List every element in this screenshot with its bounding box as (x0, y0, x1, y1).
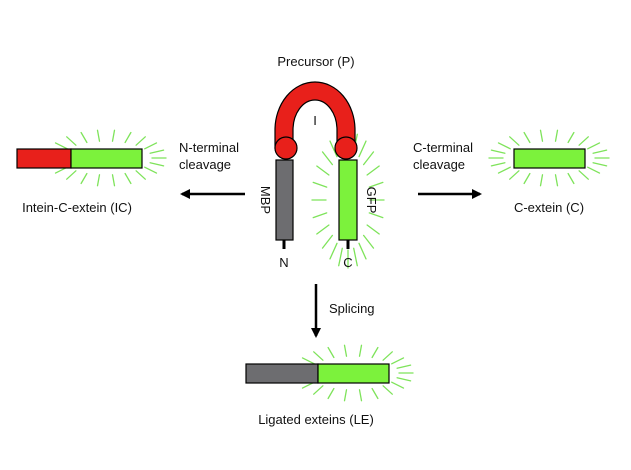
glow-ray (366, 224, 380, 235)
le-mbp-segment (245, 363, 319, 384)
glow-ray (96, 129, 101, 142)
glow-ray (396, 364, 412, 369)
glow-ray (497, 166, 511, 174)
glow-ray (371, 346, 379, 359)
glow-ray (111, 174, 116, 187)
glow-ray (343, 389, 348, 402)
glow-ray (368, 212, 384, 219)
glow-ray (554, 174, 559, 187)
glow-ray (587, 166, 601, 174)
glow-ray (144, 166, 158, 174)
glow-ray (135, 136, 146, 146)
glow-ray (54, 142, 68, 150)
precursor-label: Precursor (P) (277, 54, 354, 69)
glow-ray (567, 172, 575, 185)
glow-ray (124, 172, 132, 185)
glow-ray (391, 381, 405, 389)
glow-ray (391, 357, 405, 365)
glow-ray (312, 212, 328, 219)
glow-ray (343, 344, 348, 357)
intein-right-knob (334, 136, 358, 160)
glow-ray (316, 224, 330, 235)
glow-ray (490, 162, 506, 167)
c-terminus-label: C (343, 255, 352, 270)
mbp-bar (275, 159, 294, 241)
le-label: Ligated exteins (LE) (258, 412, 374, 427)
glow-ray (497, 142, 511, 150)
glow-ray (316, 165, 330, 176)
c-extein-label: C-extein (C) (514, 200, 584, 215)
glow-ray (149, 149, 165, 154)
glow-ray (96, 174, 101, 187)
glow-ray (362, 234, 375, 249)
glow-ray (338, 247, 343, 267)
glow-ray (327, 346, 335, 359)
glow-ray (554, 129, 559, 142)
glow-ray (358, 389, 363, 402)
le-gfp-segment (317, 363, 390, 384)
intein-arch (274, 81, 356, 149)
mbp-label: MBP (258, 186, 273, 214)
glow-ray (321, 234, 334, 249)
glow-ray (539, 174, 544, 187)
glow-ray (327, 387, 335, 400)
glow-ray (124, 131, 132, 144)
ic-c-extein-segment (70, 148, 143, 169)
glow-ray (578, 170, 589, 180)
glow-ray (490, 149, 506, 154)
glow-ray (321, 151, 334, 166)
glow-ray (135, 170, 146, 180)
glow-ray (523, 131, 531, 144)
glow-ray (362, 151, 375, 166)
glow-ray (149, 162, 165, 167)
glow-ray (358, 242, 367, 260)
c-extein-bar (513, 148, 586, 169)
glow-ray (567, 131, 575, 144)
gfp-label: GFP (364, 187, 379, 214)
n-cleavage-label-line1: N-terminal (179, 140, 239, 155)
intein-label: I (313, 113, 317, 128)
ic-intein-segment (16, 148, 72, 169)
glow-ray (80, 131, 88, 144)
glow-ray (368, 181, 384, 188)
glow-ray (144, 142, 158, 150)
glow-ray (539, 129, 544, 142)
glow-ray (312, 181, 328, 188)
glow-ray (382, 351, 393, 361)
glow-ray (358, 344, 363, 357)
glow-ray (592, 162, 608, 167)
glow-ray (313, 385, 324, 395)
glow-ray (578, 136, 589, 146)
glow-ray (313, 351, 324, 361)
glow-ray (382, 385, 393, 395)
glow-ray (301, 357, 315, 365)
glow-ray (329, 242, 338, 260)
n-cleavage-label-line2: cleavage (179, 157, 231, 172)
c-extein-fluorescence-glow (488, 129, 610, 187)
n-terminus-label: N (279, 255, 288, 270)
glow-ray (66, 170, 77, 180)
glow-ray (80, 172, 88, 185)
glow-ray (509, 136, 520, 146)
gfp-bar (338, 159, 358, 241)
glow-ray (358, 140, 367, 158)
splicing-label: Splicing (329, 301, 375, 316)
glow-ray (509, 170, 520, 180)
glow-ray (523, 172, 531, 185)
glow-ray (371, 387, 379, 400)
ic-label: Intein-C-extein (IC) (22, 200, 132, 215)
intein-left-knob (274, 136, 298, 160)
glow-ray (111, 129, 116, 142)
glow-ray (396, 377, 412, 382)
c-cleavage-label-line1: C-terminal (413, 140, 473, 155)
c-cleavage-label-line2: cleavage (413, 157, 465, 172)
glow-ray (353, 247, 358, 267)
glow-ray (587, 142, 601, 150)
glow-ray (366, 165, 380, 176)
glow-ray (592, 149, 608, 154)
glow-ray (329, 140, 338, 158)
glow-ray (66, 136, 77, 146)
